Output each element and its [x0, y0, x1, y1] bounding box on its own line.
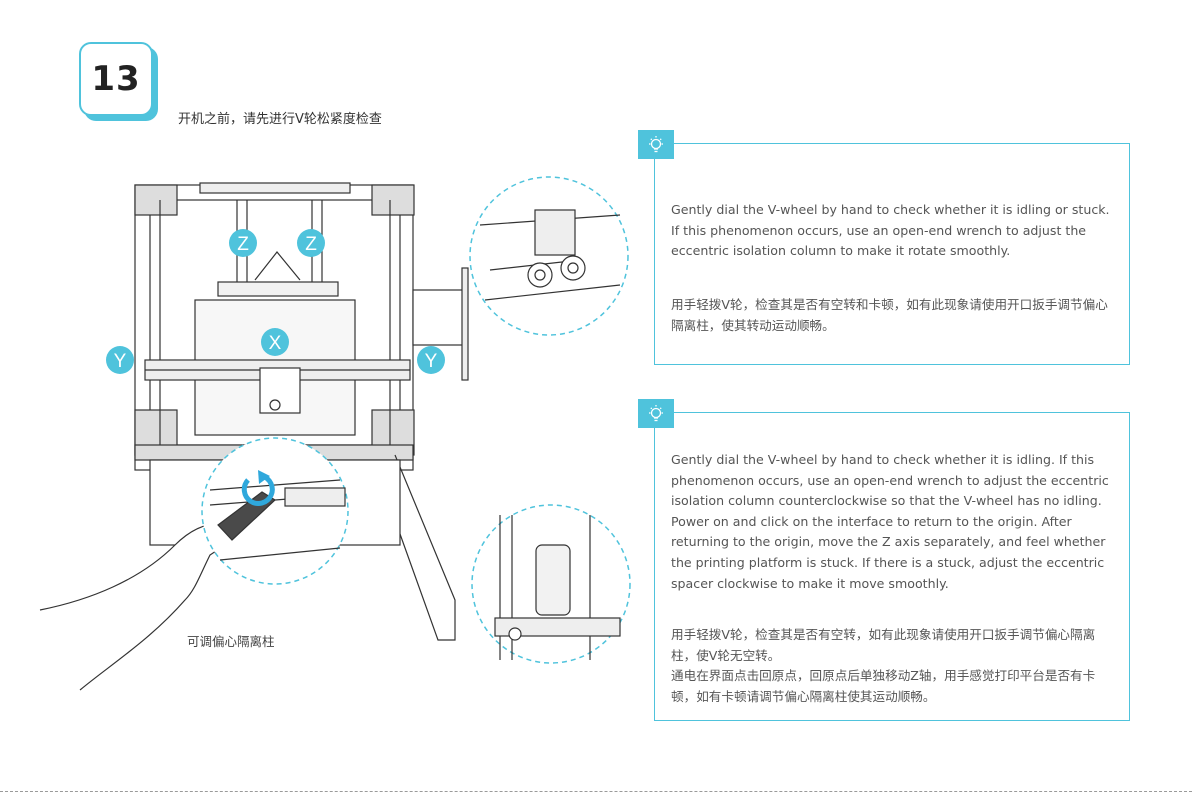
step-number-badge: 13 [79, 42, 153, 116]
svg-text:X: X [269, 333, 282, 354]
tip-box-2: Gently dial the V-wheel by hand to check… [638, 399, 1130, 721]
svg-text:Y: Y [114, 351, 127, 372]
tip-2-chinese-paragraph-2: 通电在界面点击回原点，回原点后单独移动Z轴，用手感觉打印平台是否有卡顿，如有卡顿… [671, 668, 1096, 704]
page-cut-line [0, 791, 1192, 792]
tip-2-chinese-text: 用手轻拨V轮，检查其是否有空转，如有此现象请使用开口扳手调节偏心隔离柱，使V轮无… [671, 625, 1119, 707]
lightbulb-icon [638, 399, 674, 428]
svg-text:Y: Y [425, 351, 438, 372]
printer-diagram: Z Z X Y Y [39, 176, 631, 691]
tip-1-chinese-text: 用手轻拨V轮，检查其是否有空转和卡顿，如有此现象请使用开口扳手调节偏心隔离柱，使… [671, 295, 1119, 336]
step-number: 13 [91, 59, 141, 99]
svg-text:Z: Z [237, 234, 249, 255]
eccentric-column-caption: 可调偏心隔离柱 [187, 634, 275, 649]
axis-label-y1: Y [106, 346, 134, 374]
tip-box-1: Gently dial the V-wheel by hand to check… [638, 130, 1130, 365]
svg-text:Z: Z [305, 234, 317, 255]
step-title: 开机之前，请先进行V轮松紧度检查 [178, 112, 382, 127]
tip-2-english-text: Gently dial the V-wheel by hand to check… [671, 452, 1109, 591]
tip-1-chinese-paragraph: 用手轻拨V轮，检查其是否有空转和卡顿，如有此现象请使用开口扳手调节偏心隔离柱，使… [671, 297, 1108, 333]
tip-2-chinese-paragraph-1: 用手轻拨V轮，检查其是否有空转，如有此现象请使用开口扳手调节偏心隔离柱，使V轮无… [671, 627, 1096, 663]
axis-label-z1: Z [229, 229, 257, 257]
axis-label-y2: Y [417, 346, 445, 374]
lightbulb-icon [638, 130, 674, 159]
axis-label-x: X [261, 328, 289, 356]
axis-label-z2: Z [297, 229, 325, 257]
tip-1-english-text: Gently dial the V-wheel by hand to check… [671, 202, 1110, 259]
